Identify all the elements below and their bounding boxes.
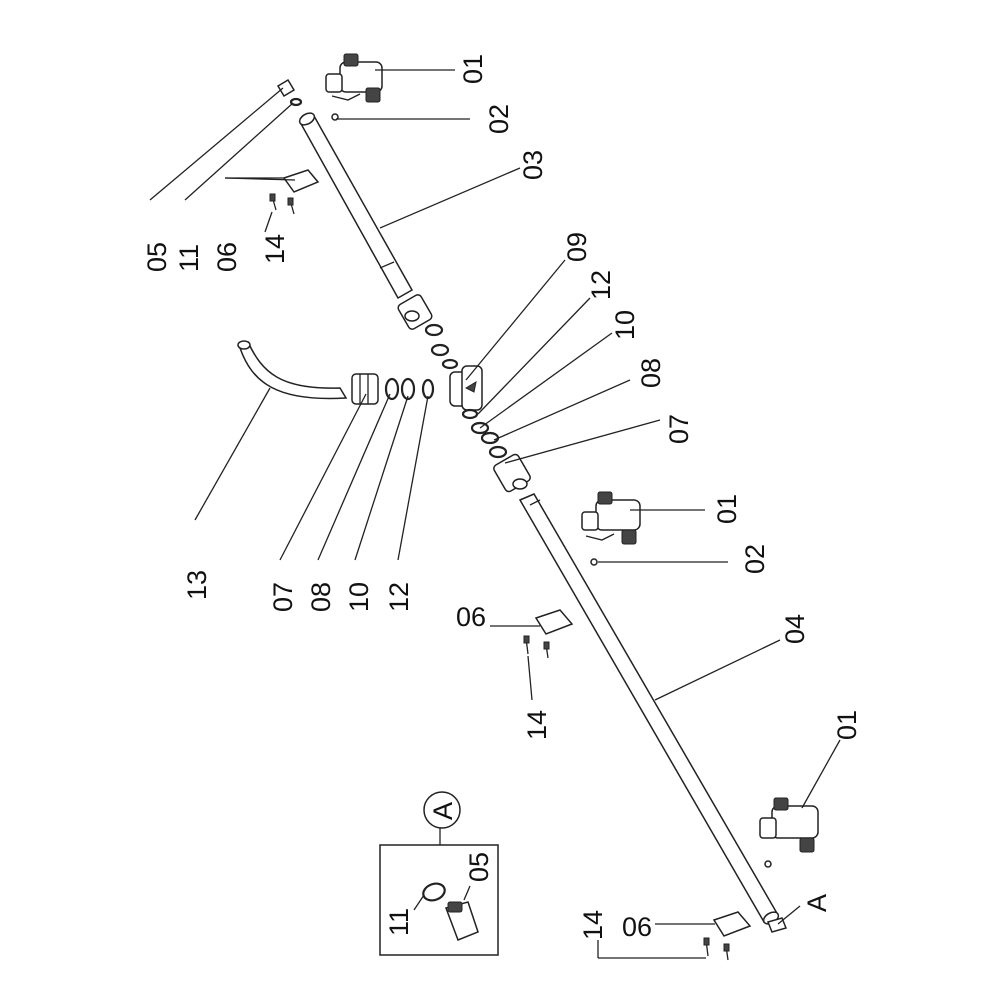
callout-10-right: 10 — [610, 310, 640, 340]
callout-01-c: 01 — [832, 710, 862, 740]
detail-circle-letter: A — [428, 802, 458, 820]
tee-part-09 — [449, 365, 483, 411]
detail-callout-11: 11 — [384, 908, 414, 936]
washers-upper — [424, 323, 459, 370]
callout-labels: 01 02 03 05 11 06 14 09 12 10 08 07 13 0… — [142, 54, 862, 942]
nut-part-07-lower — [493, 453, 531, 493]
callout-12-left: 12 — [384, 582, 414, 612]
leader-lines — [149, 69, 841, 959]
callout-08-right: 08 — [636, 358, 666, 388]
callout-09: 09 — [562, 232, 592, 262]
callout-02-b: 02 — [740, 544, 770, 574]
callout-07-left: 07 — [268, 582, 298, 612]
nozzle-body-01-top — [325, 53, 383, 103]
callout-14-top: 14 — [260, 234, 290, 264]
callout-06-mid: 06 — [456, 602, 486, 632]
nut-part-07-upper — [397, 294, 433, 330]
callout-08-left: 08 — [306, 582, 336, 612]
screw-marks — [331, 113, 772, 868]
washers-lower — [461, 408, 508, 459]
nozzle-body-01-bottom — [759, 797, 819, 853]
clamp-part-06-top — [269, 169, 320, 215]
callout-04: 04 — [780, 614, 810, 644]
clamp-part-06-bottom — [703, 911, 752, 961]
callout-05-top: 05 — [142, 242, 172, 272]
callout-01-a: 01 — [458, 54, 488, 84]
callout-12-right: 12 — [586, 270, 616, 300]
clamp-part-06-mid — [523, 609, 574, 659]
tube-part-03 — [298, 112, 414, 300]
callout-07-right: 07 — [664, 414, 694, 444]
detail-reference-a: A — [802, 894, 832, 912]
callout-14-bottom: 14 — [578, 910, 608, 940]
detail-callout-05: 05 — [464, 852, 494, 882]
callout-13: 13 — [182, 570, 212, 600]
hose-part-13 — [237, 340, 348, 400]
callout-03: 03 — [518, 150, 548, 180]
nut-part-07-left — [351, 373, 379, 405]
callout-01-b: 01 — [712, 494, 742, 524]
nozzle-body-01-mid — [581, 491, 641, 545]
end-cap-05-top — [276, 78, 303, 107]
washers-left — [384, 377, 435, 401]
callout-02-a: 02 — [484, 104, 514, 134]
callout-06-top: 06 — [212, 242, 242, 272]
callout-14-mid: 14 — [522, 710, 552, 740]
detail-a-box — [379, 791, 499, 956]
callout-10-left: 10 — [344, 582, 374, 612]
callout-06-bottom: 06 — [622, 912, 652, 942]
callout-11-top: 11 — [174, 244, 204, 272]
